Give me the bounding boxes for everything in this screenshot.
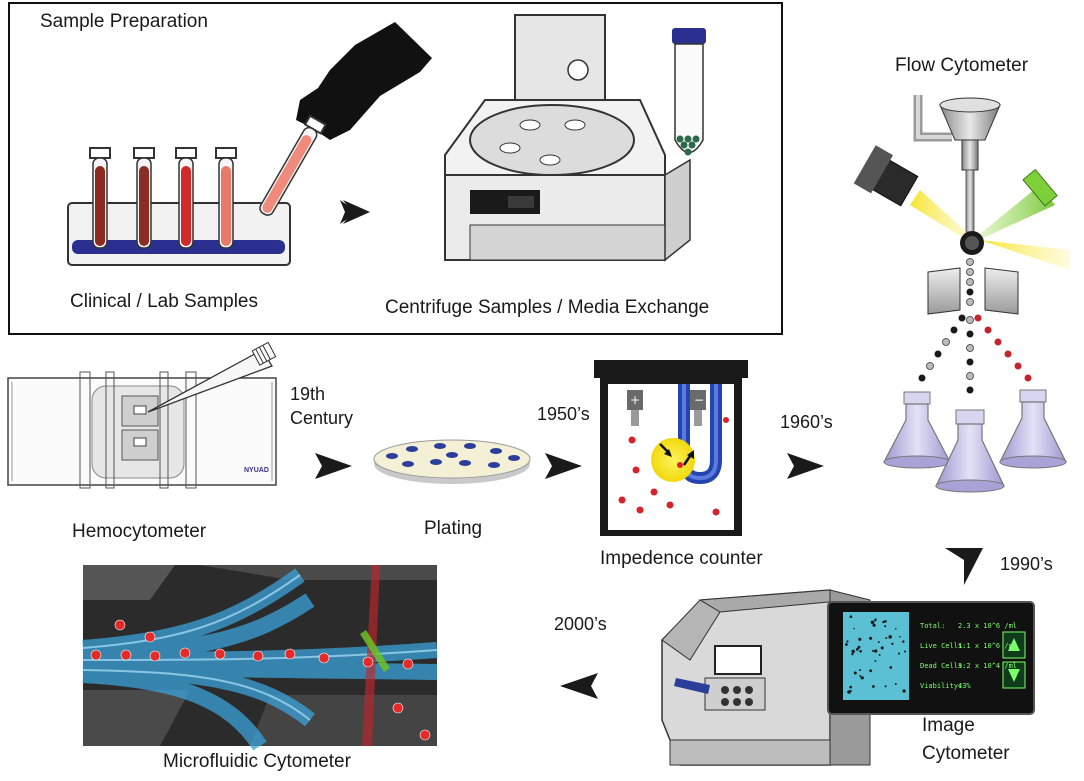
blood-tube [175,147,197,249]
cell-dot [849,689,852,693]
microfluidic-cytometer-image [82,565,438,751]
cell-dot [884,625,887,628]
hemocytometer-brand: NYUAD [244,467,269,474]
cell-dot [888,635,892,639]
era-2000s-label: 2000’s [554,614,607,634]
gloved-hand-illustration [259,22,432,216]
cell-dot [849,685,853,689]
clinical-samples-label: Clinical / Lab Samples [70,291,258,312]
petri-dish-illustration [373,439,531,484]
image-cytometer-label-line1: Image [922,715,975,736]
cell-dot [874,619,877,622]
microfluidic-cytometer-label: Microfluidic Cytometer [163,751,351,772]
screen-row-name: Viability: [920,682,962,690]
arrow-right-icon [340,200,357,224]
cell-dot [872,685,875,688]
cell-dot [878,654,881,656]
era-1950s-label: 1950’s [537,404,590,424]
cell-dot [858,637,862,641]
centrifuge-illustration [444,14,691,262]
cell-dot [846,640,849,643]
cell-dot [859,674,862,677]
cell-dot [894,683,897,686]
cell-dot [857,645,861,649]
cell-dot [870,620,875,625]
cell-dot [851,649,855,654]
screen-row-name: Live Cells: [920,642,966,650]
sample-prep-title: Sample Preparation [40,11,208,32]
cell-dot [894,627,897,630]
cell-dot [855,648,859,651]
impedance-counter-label: Impedence counter [600,548,763,569]
blood-tube [89,147,111,249]
cell-dot [880,646,884,650]
era-19th-label: 19th [290,384,326,404]
cell-dot [882,620,885,624]
centrifuge-label: Centrifuge Samples / Media Exchange [385,297,710,318]
arrow-right-icon [787,453,824,479]
cell-dot [869,669,873,673]
cell-dot [849,615,853,619]
cell-dot [845,643,848,646]
image-cytometer-label-line2: Cytometer [922,743,1010,764]
cell-dot [889,666,893,669]
arrow-right-icon [545,453,582,479]
screen-row-name: Dead Cells: [920,662,966,670]
cell-dot [869,636,873,640]
screen-row-name: Total: [920,622,945,630]
tube-rack-illustration [67,147,291,266]
cell-dot [884,620,887,623]
cell-dot [898,635,901,638]
cell-dot [853,627,855,630]
screen-row-value: 1.1 x 10^6 /ml [958,642,1017,650]
cell-dot [904,650,907,653]
cell-dot [891,642,894,645]
cell-dot [874,649,878,653]
flow-cytometer-label: Flow Cytometer [895,55,1029,76]
blood-tube [215,147,237,249]
cell-dot [871,649,875,653]
hemocytometer-illustration: NYUAD [7,341,277,489]
cell-dot [877,641,880,644]
era-century-label: Century [290,408,354,428]
collection-flask [999,389,1067,469]
sample-prep-frame [8,2,783,335]
svg-text:−: − [694,393,704,407]
cell-dot [884,685,887,688]
era-1990s-label: 1990’s [1000,554,1053,574]
arrow-left-icon [560,673,598,699]
droplet-stream [918,258,1032,394]
era-1960s-label: 1960’s [780,412,833,432]
hemocytometer-label: Hemocytometer [72,521,207,542]
collection-flask [883,391,951,469]
cell-dot [872,623,876,627]
cell-dot [860,676,864,680]
impedance-counter-illustration: + − [594,360,748,536]
cell-dot [859,669,862,672]
collection-flask [935,409,1005,493]
screen-row-value: 43% [958,682,971,690]
plating-label: Plating [424,518,483,539]
cell-dot [853,671,857,675]
cell-dot [874,660,877,662]
cell-dot [859,649,862,653]
screen-row-value: 2.3 x 10^6 /ml [958,622,1017,630]
screen-row-value: 3.2 x 10^4 /ml [958,662,1017,670]
cell-dot [897,652,901,655]
arrow-down-icon [945,548,983,585]
flow-cytometer-illustration [853,95,1070,493]
arrow-right-icon [315,453,352,479]
blood-tube [133,147,155,249]
cell-dot [851,652,854,656]
cell-dot [902,689,906,693]
cell-dot [902,640,905,643]
svg-text:+: + [630,393,640,407]
centrifuge-tube-illustration [672,28,706,156]
cell-dot [885,637,888,639]
